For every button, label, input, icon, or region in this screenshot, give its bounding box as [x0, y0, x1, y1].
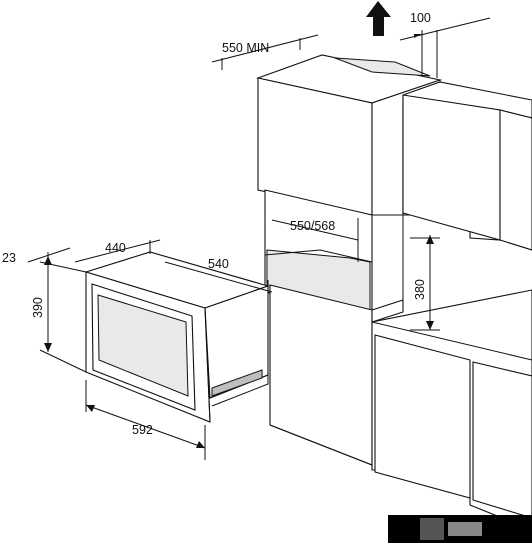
dim-440-label: 440 — [105, 241, 126, 255]
dim-cabinet-depth: 550 MIN — [211, 34, 319, 70]
dim-oven-offset: 23 — [2, 247, 71, 265]
base-cabinets — [269, 284, 532, 531]
oven — [84, 251, 270, 423]
dim-550-568-label: 550/568 — [290, 219, 335, 233]
dim-oven-body-depth: 540 — [164, 257, 273, 300]
dim-niche-depth: 550/568 — [271, 219, 359, 241]
dim-niche-height: 380 — [410, 235, 440, 331]
dim-top-clearance: 100 — [399, 11, 491, 78]
dim-540-label: 540 — [208, 257, 229, 271]
dim-oven-depth: 440 — [74, 239, 161, 263]
arrow-up-icon — [366, 1, 391, 36]
dim-oven-width: 592 — [85, 380, 206, 460]
dim-23-label: 23 — [2, 251, 16, 265]
dim-100-label: 100 — [410, 11, 431, 25]
upper-cabinet — [256, 54, 443, 216]
right-upper-cabinets — [402, 81, 532, 251]
dim-390-label: 390 — [31, 297, 45, 318]
dim-550min-label: 550 MIN — [222, 41, 269, 55]
dim-oven-height: 390 — [31, 256, 87, 373]
dim-592-label: 592 — [132, 423, 153, 437]
vent-slot — [334, 57, 431, 77]
watermark-logo — [388, 515, 532, 543]
dim-380-label: 380 — [413, 279, 427, 300]
